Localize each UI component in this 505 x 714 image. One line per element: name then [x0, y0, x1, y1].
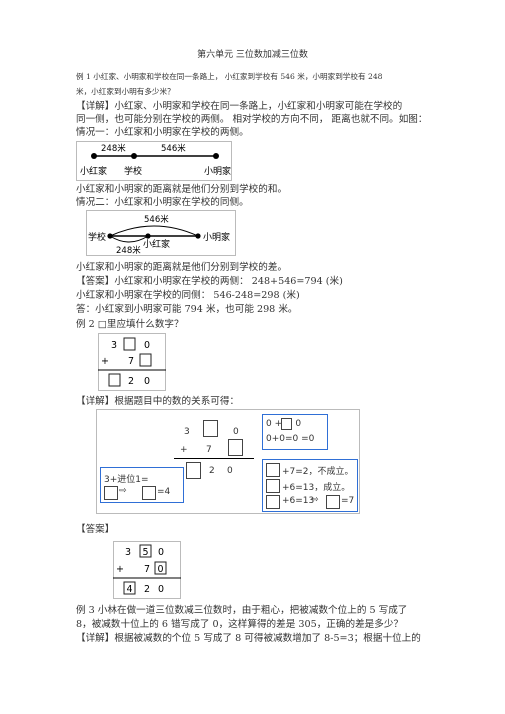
distance-diagram-same-side: 546米 248米 学校 小红家 小明家: [86, 210, 236, 260]
case-one-label: 情况一：小红家和小明家在学校的两侧。: [76, 127, 249, 138]
svg-text:2: 2: [144, 584, 150, 595]
school-point: [131, 153, 137, 159]
svg-text:3: 3: [125, 547, 131, 558]
svg-text:0: 0: [158, 584, 164, 595]
example-3-question: 例 3 小林在做一道三位数减三位数时，由于粗心，把被减数个位上的 5 写成了: [76, 605, 408, 616]
example-2-detail: 【详解】根据题目中的数的关系可得：: [76, 396, 240, 407]
example-1-question-cont: 米，小红家到小明有多少米？: [76, 87, 175, 96]
tens-column-box: [262, 459, 358, 512]
digit-2: 2: [128, 376, 134, 387]
ones-column-box: [262, 414, 328, 450]
tens-eq-3-result: =7: [341, 496, 355, 506]
filled-digit-0: 0: [158, 564, 164, 575]
blank-box-ones: [139, 353, 152, 367]
svg-text:7: 7: [144, 564, 150, 575]
tens-eq-2: +6=13，成立。: [282, 483, 351, 493]
case-one-note: 小红家和小明家的距离就是他们分别到学校的和。: [76, 184, 288, 195]
blank-box-tens: [123, 337, 136, 351]
hundreds-eq-1: 3+进位1=: [104, 475, 149, 485]
svg-text:+: +: [116, 564, 124, 575]
label-546m: 546米: [161, 143, 186, 154]
distance-diagram-opposite-sides: 248米 546米 小红家 学校 小明家: [76, 141, 232, 185]
example-2-question: 例 2 □里应填什么数字？: [76, 319, 184, 330]
tens-eq-1: +7=2，不成立。: [282, 467, 354, 477]
label-xiaoming-2: 小明家: [203, 231, 230, 243]
example-1-detail-cont: 同一侧，也可能分别在学校的两侧。 相对学校的方向不同， 距离也就不同。如图：: [76, 114, 428, 125]
plus-sign: +: [101, 356, 109, 367]
label-school: 学校: [124, 165, 142, 177]
addition-puzzle: 3 0 + 7 2 0: [98, 333, 166, 395]
example-3-question-cont: 8，被减数十位上的 6 错写成了 0，这样算得的差是 305，正确的差是多少？: [76, 619, 404, 630]
case-two-label: 情况二：小红家和小明家在学校的同侧。: [76, 197, 249, 208]
label-xiaoming: 小明家: [204, 165, 231, 177]
tens-eq-3: +6=13: [282, 496, 315, 506]
xiaohong-point: [91, 153, 97, 159]
hundreds-eq-2: =4: [157, 487, 171, 497]
filled-digit-4: 4: [127, 584, 133, 595]
answer-line-2: 小红家和小明家在学校的同侧： 546-248=298 (米): [76, 290, 300, 301]
xiaoming-point: [213, 153, 219, 159]
digit-3: 3: [111, 340, 117, 351]
label-248m-bottom: 248米: [116, 245, 141, 256]
answer-line-1: 【答案】小红家和小明家在学校的两侧： 248+546=794 (米): [76, 276, 343, 287]
label-school-2: 学校: [88, 231, 106, 243]
case-two-note: 小红家和小明家的距离就是他们分别到学校的差。: [76, 262, 288, 273]
blank-box-hundreds: [108, 373, 121, 387]
label-248m: 248米: [101, 143, 126, 154]
answer-line-3: 答：小红家到小明家可能 794 米，也可能 298 米。: [76, 304, 298, 315]
answer-puzzle: 3 5 0 + 7 0 4 2 0: [113, 541, 181, 603]
svg-text:0: 0: [158, 547, 164, 558]
filled-digit-5: 5: [143, 547, 149, 558]
example-1-detail: 【详解】小红家、小明家和学校在同一条路上，小红家和小明家可能在学校的: [76, 101, 403, 112]
page-title: 第六单元 三位数加减三位数: [197, 50, 308, 60]
label-xiaohong: 小红家: [80, 165, 107, 177]
ones-eq-2: 0+0=0 =0: [266, 434, 315, 444]
example-3-detail: 【详解】根据被减数的个位 5 写成了 8 可得被减数增加了 8-5=3；根据十位…: [76, 633, 421, 644]
digit-0-result: 0: [144, 376, 150, 387]
label-546m-top: 546米: [144, 214, 169, 225]
digit-7: 7: [128, 356, 134, 367]
hundreds-column-box: [100, 467, 184, 503]
digit-0: 0: [144, 340, 150, 351]
label-xiaohong-2: 小红家: [143, 238, 170, 250]
example-2-answer-label: 【答案】: [76, 524, 115, 535]
example-1-question: 例 1 小红家、小明家和学校在同一条路上， 小红家到学校有 546 米，小明家到…: [76, 72, 383, 81]
